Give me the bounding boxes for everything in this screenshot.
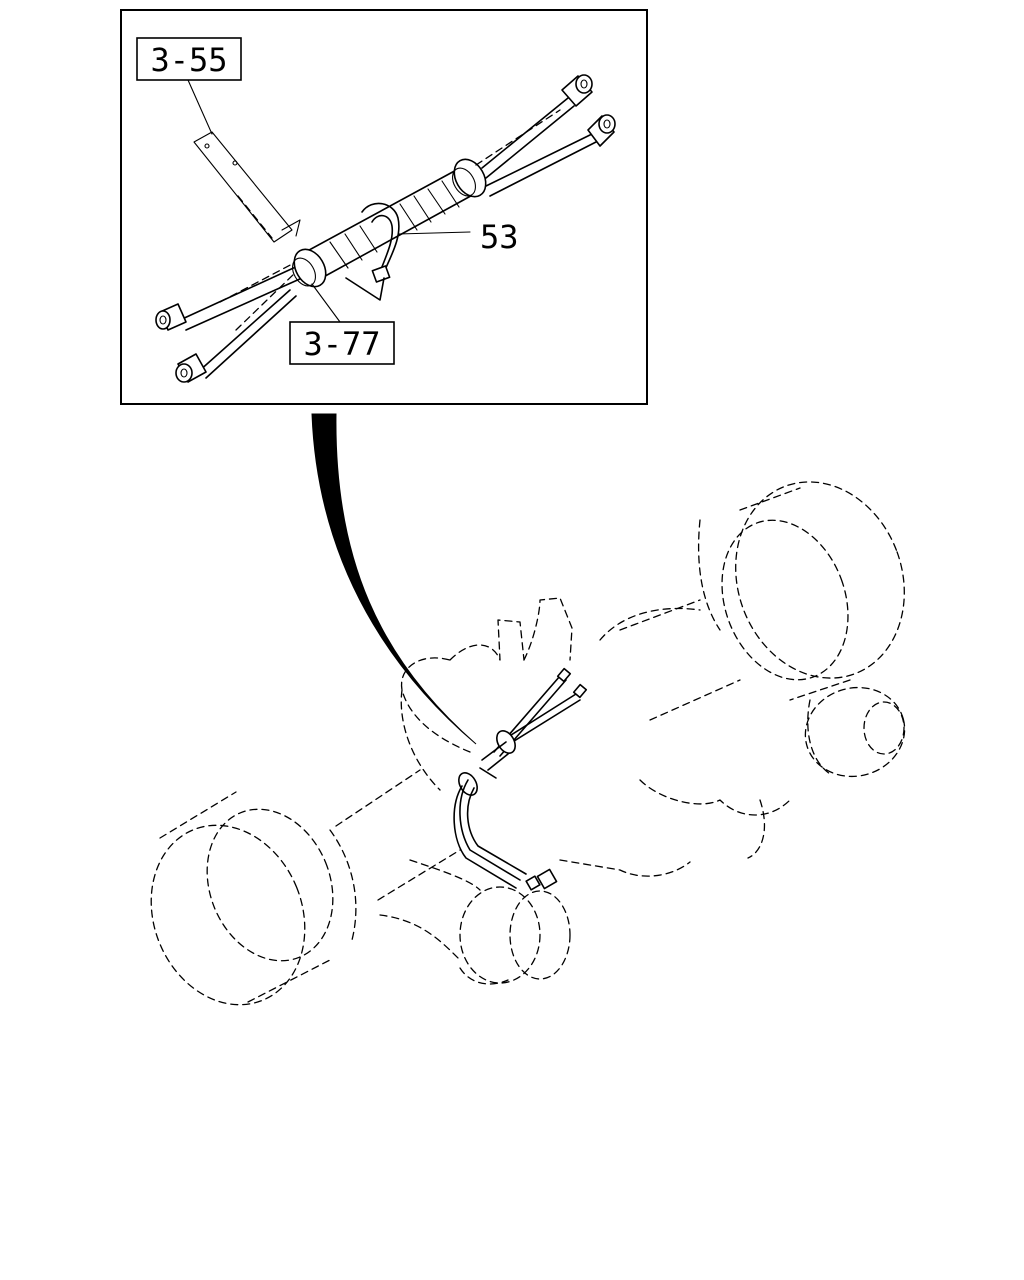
hose-fitting-left-upper bbox=[155, 303, 187, 331]
hose-clip bbox=[345, 202, 400, 301]
axle-housing bbox=[335, 597, 791, 961]
grommet-left bbox=[291, 248, 327, 288]
detail-pointer-arrow bbox=[311, 413, 477, 745]
grommet-right bbox=[451, 158, 487, 198]
brake-hose-left bbox=[179, 261, 303, 379]
detail-inset: 3-55 3-77 53 bbox=[120, 9, 648, 405]
brake-drum-left bbox=[150, 791, 357, 1006]
leader-3-55 bbox=[187, 79, 213, 135]
callout-3-55: 3-55 bbox=[136, 37, 242, 81]
brake-drum-right bbox=[698, 481, 905, 701]
hose-fitting-right-lower bbox=[587, 114, 616, 147]
rear-axle-assembly bbox=[150, 481, 906, 1006]
leader-53 bbox=[397, 231, 471, 235]
callout-3-55-text: 3-55 bbox=[150, 41, 227, 79]
differential-carrier bbox=[804, 686, 906, 778]
hose-fitting-right-upper bbox=[561, 74, 593, 107]
housing-lower-left bbox=[459, 886, 571, 985]
callout-3-77-text: 3-77 bbox=[303, 325, 380, 363]
leader-3-77 bbox=[311, 283, 341, 323]
bracket-plate bbox=[193, 131, 301, 243]
hose-fitting-left-lower bbox=[175, 353, 207, 383]
brake-hose-right bbox=[475, 97, 597, 197]
callout-53-text: 53 bbox=[480, 218, 519, 256]
axle-hose-routing bbox=[453, 667, 588, 891]
callout-3-77: 3-77 bbox=[289, 321, 395, 365]
